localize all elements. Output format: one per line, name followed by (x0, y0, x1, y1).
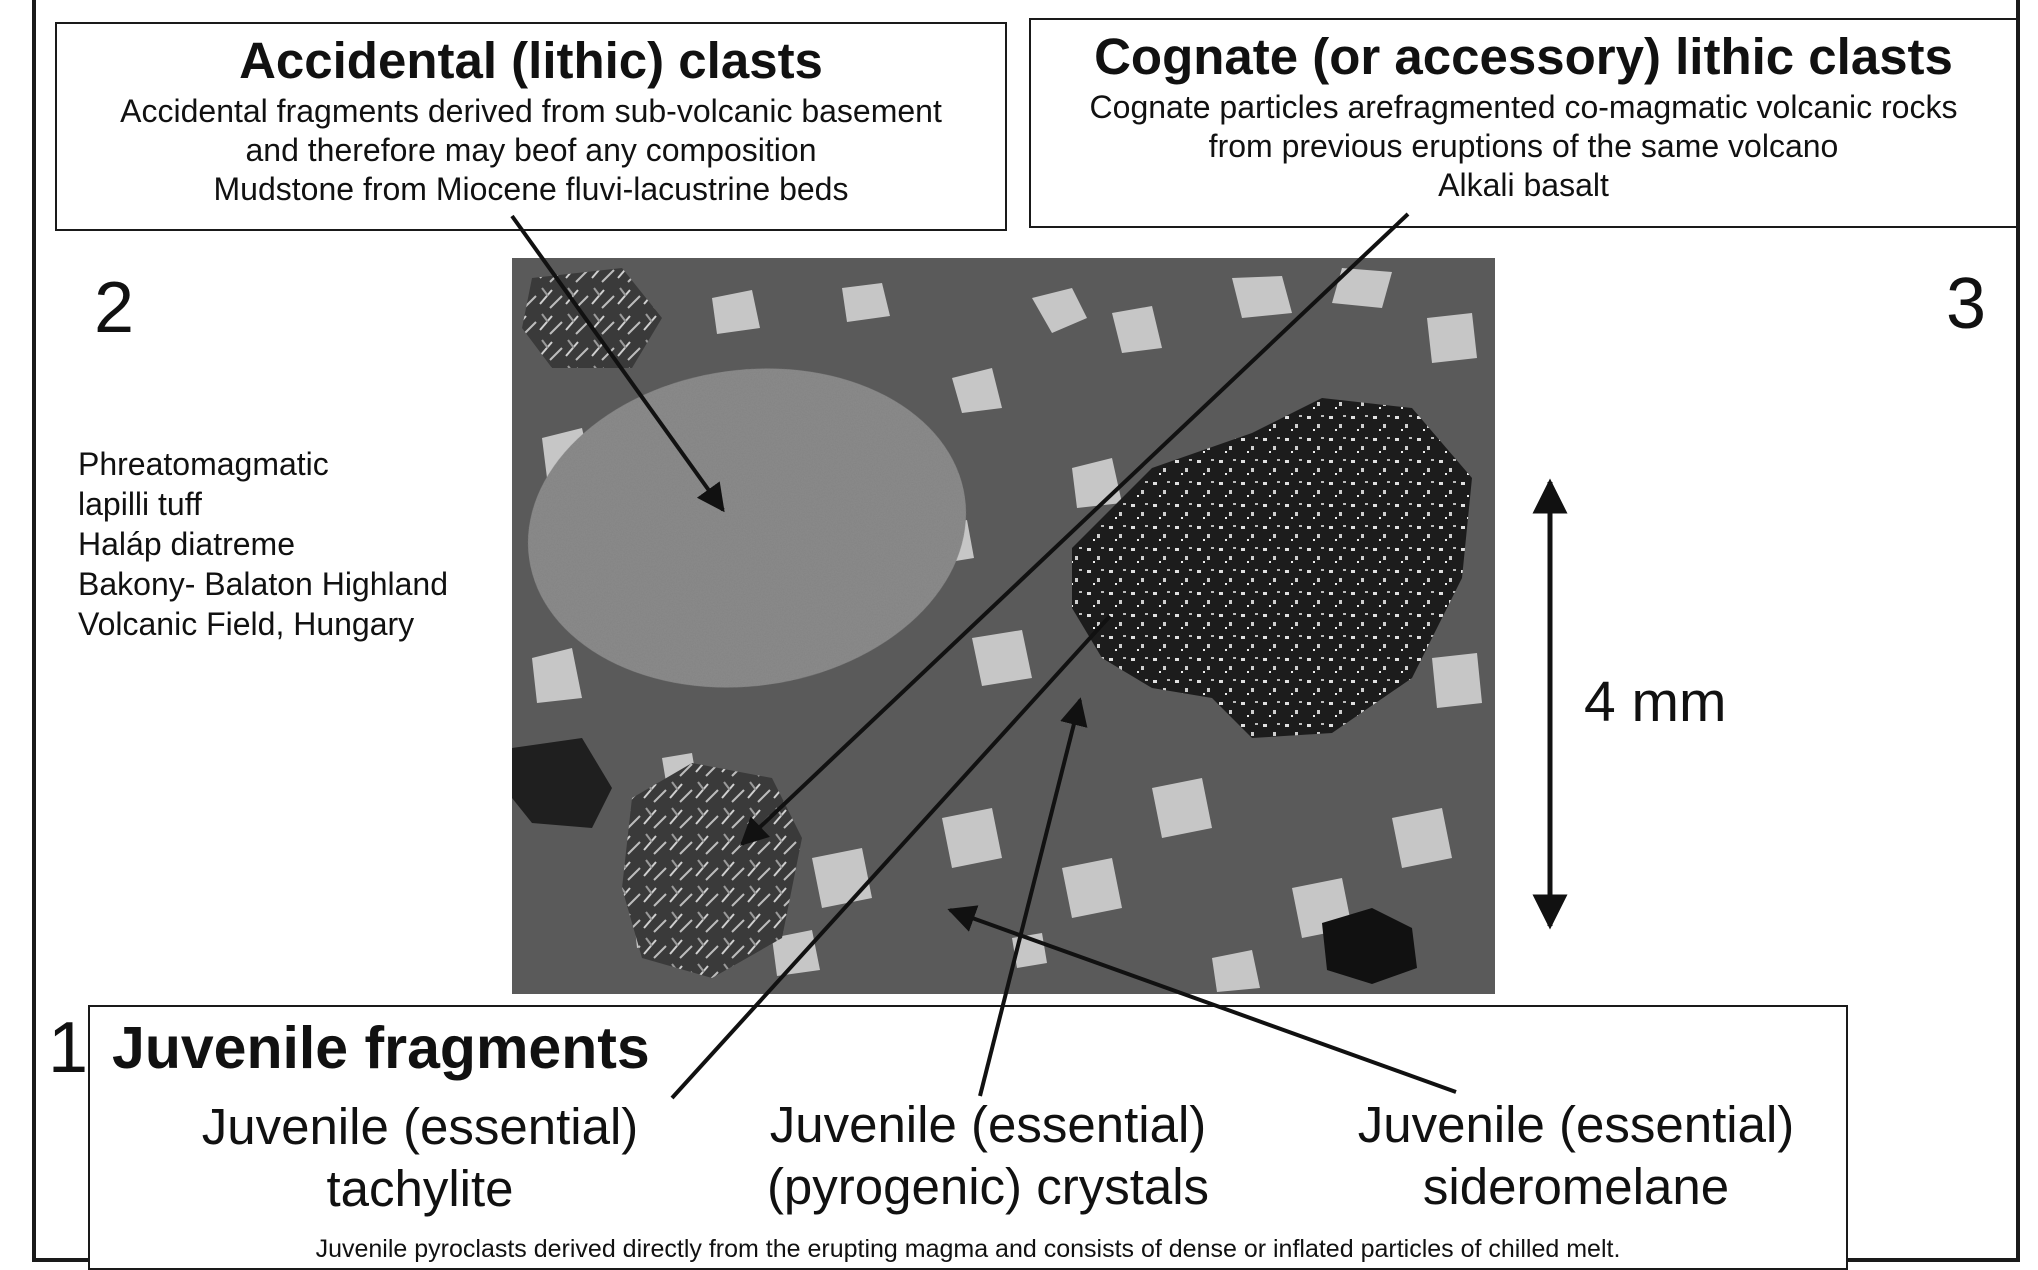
juvenile-tachylite-label: Juvenile (essential) tachylite (160, 1096, 680, 1220)
sample-description-line: lapilli tuff (78, 486, 202, 522)
panel-number-3: 3 (1946, 264, 1987, 344)
cognate-clasts-box: Cognate (or accessory) lithic clasts Cog… (1029, 18, 2018, 228)
sample-description-line: Bakony- Balaton Highland (78, 566, 449, 602)
accidental-clasts-line: Accidental fragments derived from sub-vo… (120, 93, 942, 129)
sample-description-line: Volcanic Field, Hungary (78, 606, 415, 642)
juvenile-crystals-label: Juvenile (essential) (pyrogenic) crystal… (728, 1094, 1248, 1218)
sample-description-line: Phreatomagmatic (78, 446, 329, 482)
sample-description: Phreatomagmatic lapilli tuff Haláp diatr… (78, 444, 448, 644)
juvenile-fragments-title: Juvenile fragments (112, 1015, 650, 1081)
juvenile-item-line: sideromelane (1422, 1158, 1730, 1215)
accidental-clasts-box: Accidental (lithic) clasts Accidental fr… (55, 22, 1007, 231)
accidental-clasts-line: and therefore may beof any composition (245, 132, 817, 168)
juvenile-item-line: (pyrogenic) crystals (766, 1158, 1210, 1215)
juvenile-item-line: tachylite (326, 1160, 514, 1217)
cognate-clasts-line: from previous eruptions of the same volc… (1208, 128, 1839, 164)
cognate-clasts-line: Cognate particles arefragmented co-magma… (1089, 89, 1958, 125)
juvenile-item-line: Juvenile (essential) (1357, 1096, 1795, 1153)
juvenile-item-line: Juvenile (essential) (769, 1096, 1207, 1153)
panel-number-2: 2 (94, 268, 135, 348)
juvenile-footnote: Juvenile pyroclasts derived directly fro… (315, 1235, 1621, 1263)
sample-description-line: Haláp diatreme (78, 526, 295, 562)
juvenile-sideromelane-label: Juvenile (essential) sideromelane (1316, 1094, 1836, 1218)
thin-section-micrograph (512, 258, 1495, 994)
cognate-clasts-title: Cognate (or accessory) lithic clasts (1094, 28, 1953, 85)
dark-clast (512, 738, 612, 828)
accidental-clasts-title: Accidental (lithic) clasts (239, 32, 823, 89)
accidental-clasts-line: Mudstone from Miocene fluvi-lacustrine b… (213, 171, 849, 207)
panel-number-1: 1 (48, 1008, 89, 1088)
juvenile-item-line: Juvenile (essential) (201, 1098, 639, 1155)
cognate-clasts-line: Alkali basalt (1438, 167, 1609, 203)
scale-bar-label: 4 mm (1584, 670, 1727, 734)
